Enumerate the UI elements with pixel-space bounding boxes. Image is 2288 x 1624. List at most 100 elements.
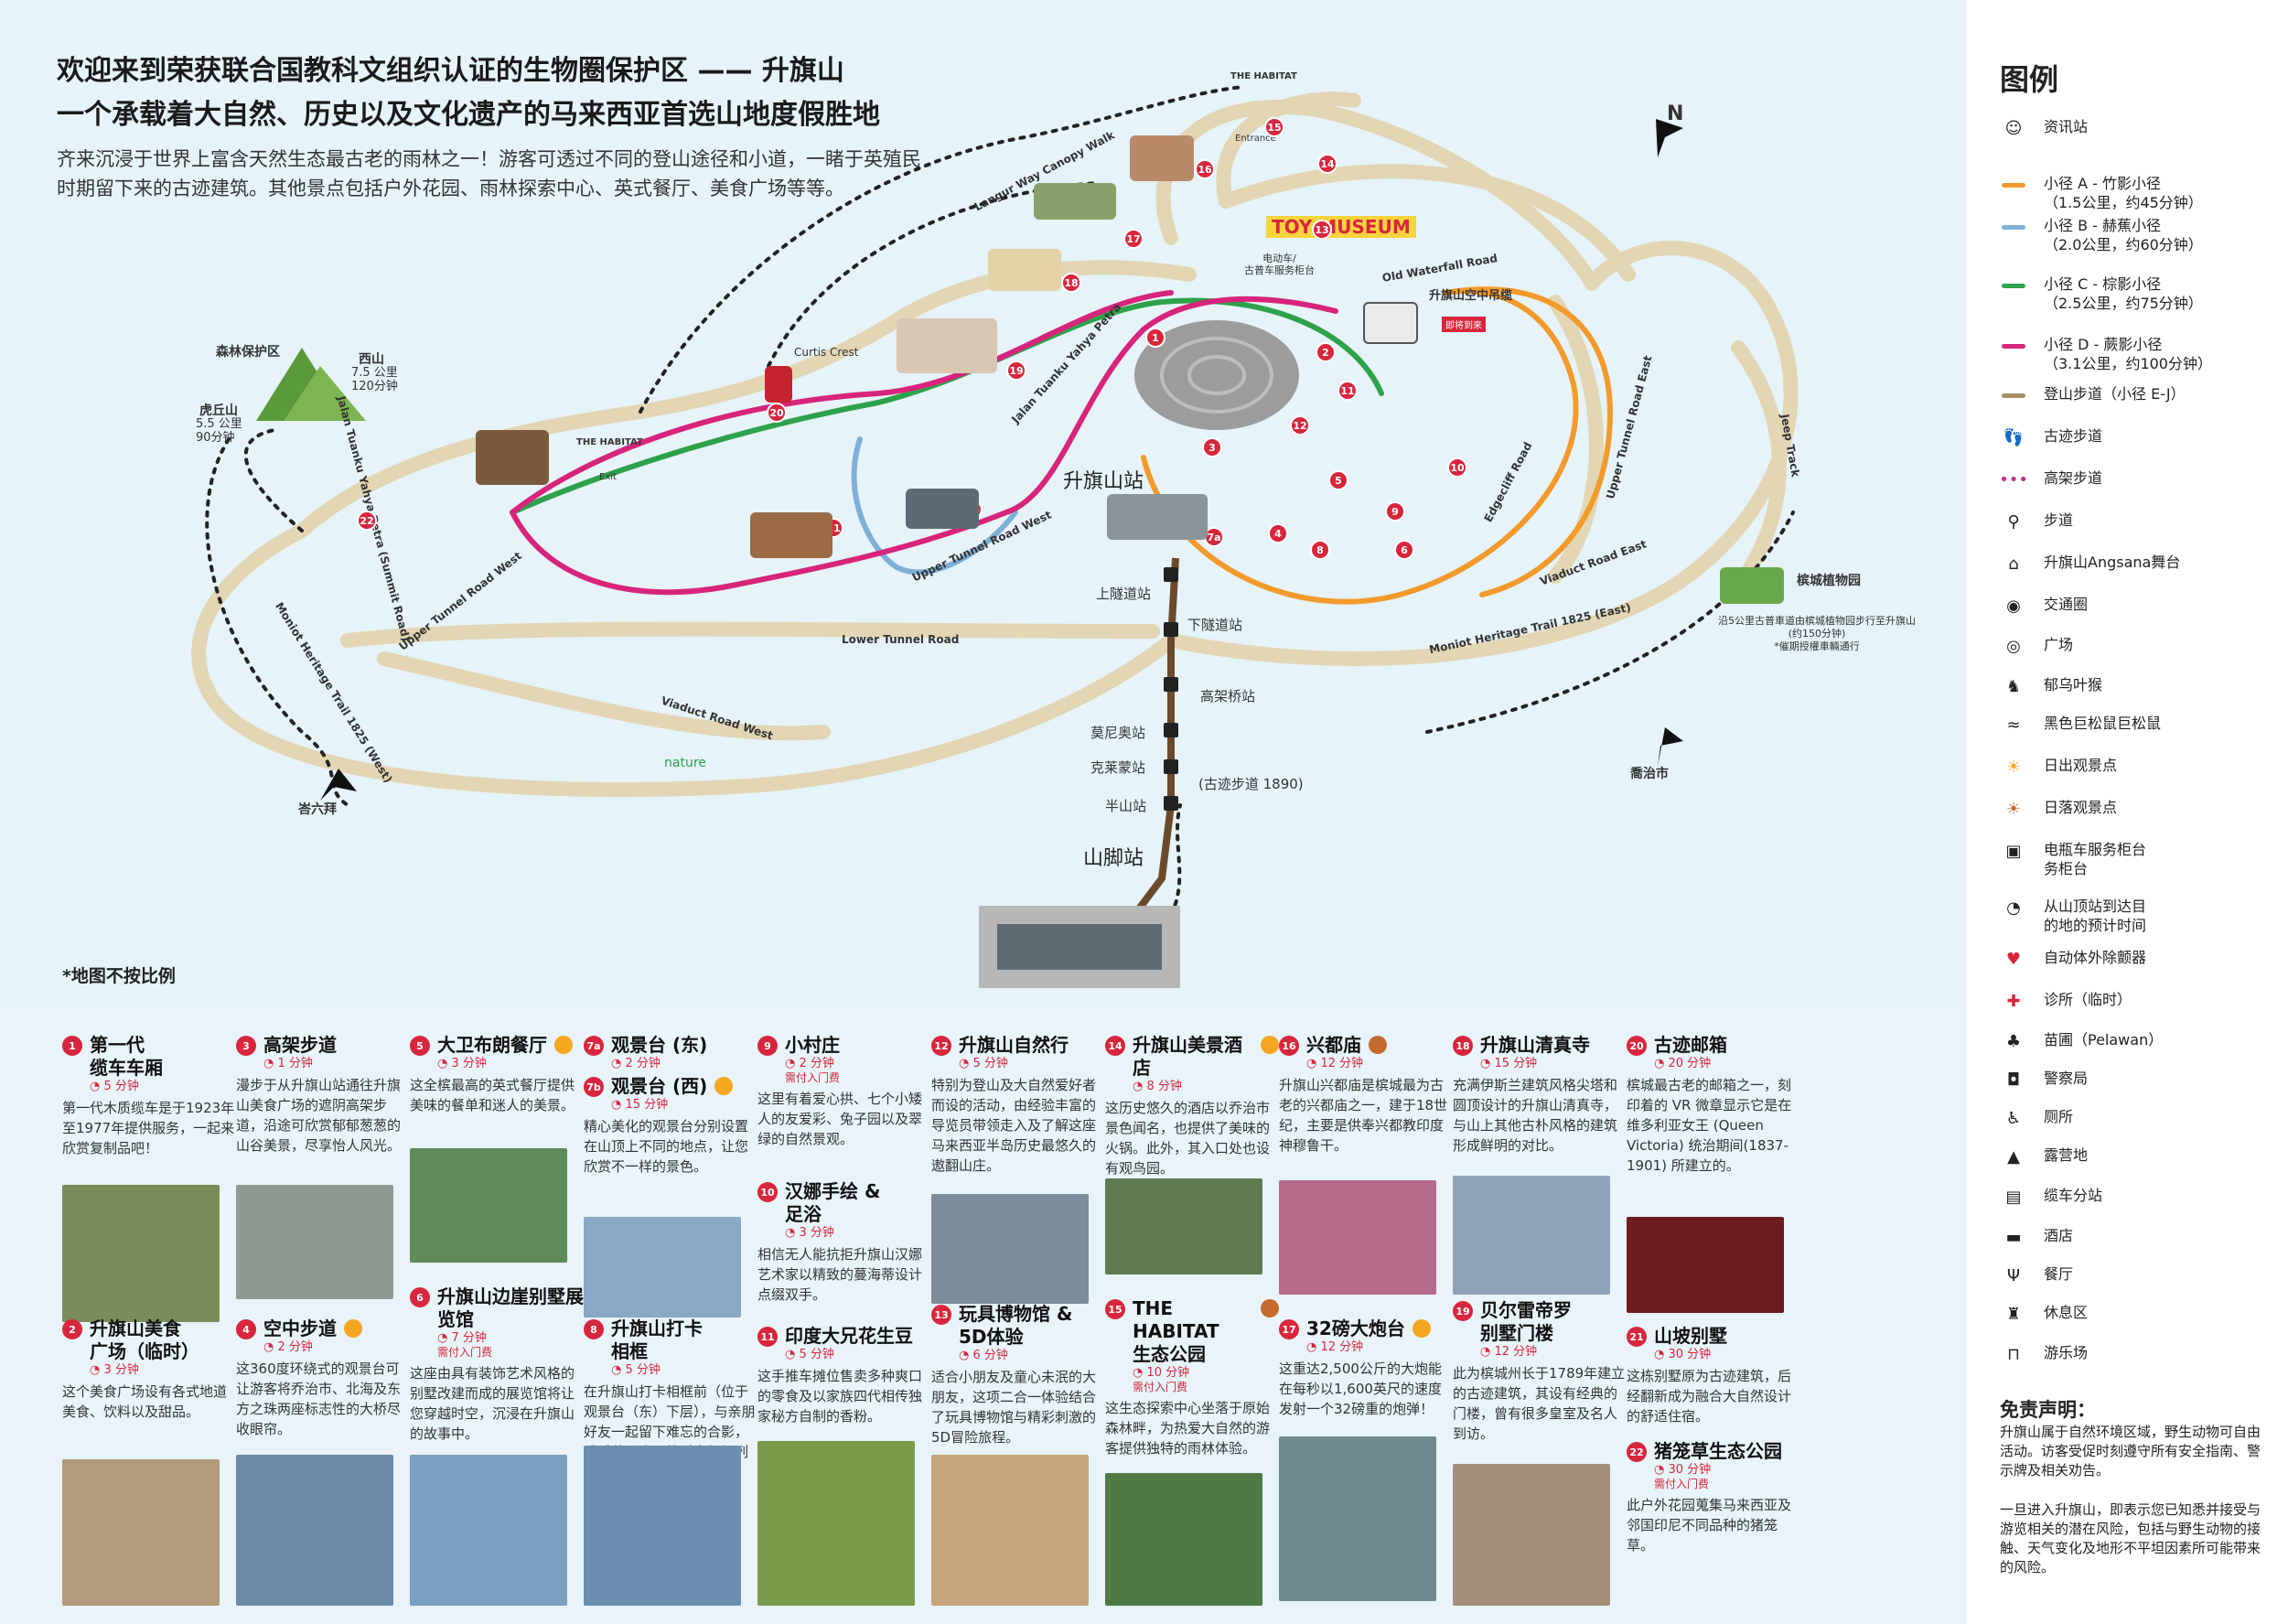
attraction-title: 古迹邮箱 — [1654, 1034, 1727, 1056]
toy-museum-sign: TOY MUSEUM — [1266, 216, 1416, 238]
camping-icon: ▲ — [2007, 1146, 2020, 1167]
attraction-number: 7a — [584, 1036, 604, 1056]
label-viaduct: 高架桥站 — [1200, 688, 1256, 704]
north-label: N — [1667, 102, 1684, 125]
poi-8[interactable]: 8 — [1310, 540, 1330, 560]
angsana-stage-icon: ⌂ — [2008, 554, 2019, 574]
poi-14[interactable]: 14 — [1317, 154, 1337, 174]
poi-13[interactable]: 13 — [1312, 220, 1332, 240]
attraction-photo-6 — [410, 1455, 567, 1606]
poi-19[interactable]: 19 — [1006, 360, 1026, 381]
north-arrow — [1656, 119, 1683, 157]
attraction-number: 1 — [62, 1036, 82, 1056]
travel-time: ◔ 3 分钟 — [437, 1057, 487, 1070]
poi-15[interactable]: 15 — [1264, 117, 1284, 137]
attraction-title: 山坡别墅 — [1654, 1325, 1727, 1347]
legend-label: 自动体外除颤器 — [2044, 949, 2147, 966]
legend-item: 小径 D - 蕨影小径 （3.1公里，约100分钟） — [2000, 335, 2274, 373]
attraction-number: 18 — [1453, 1036, 1473, 1056]
label-forest-reserve: 森林保护区 — [216, 345, 280, 360]
heritage-trail-south-west — [205, 437, 349, 807]
trail-d-line — [2000, 335, 2027, 357]
entry-fee-note: 需付入门费 — [1133, 1381, 1188, 1393]
attraction-description: 升旗山兴都庙是槟城最为古老的兴都庙之一，建于18世纪，主要是供奉兴都教印度神穆鲁… — [1279, 1077, 1448, 1154]
poi-2[interactable]: 2 — [1316, 342, 1336, 362]
aed-icon: ♥ — [2005, 949, 2022, 969]
attraction-title: 升旗山打卡 相框 — [611, 1317, 703, 1362]
trail-a-path-2 — [1443, 286, 1613, 597]
attraction-title: THE HABITAT 生态公园 — [1133, 1297, 1219, 1365]
attraction-number: 14 — [1105, 1036, 1125, 1056]
legend-label: 餐厅 — [2044, 1265, 2074, 1283]
attraction-number: 11 — [757, 1327, 778, 1347]
poi-16[interactable]: 16 — [1195, 159, 1215, 179]
poi-12[interactable]: 12 — [1290, 415, 1310, 436]
travel-time: ◔ 5 分钟 — [611, 1363, 661, 1377]
poi-10[interactable]: 10 — [1447, 457, 1467, 478]
poi-6[interactable]: 6 — [1394, 540, 1414, 560]
attraction-number: 19 — [1453, 1301, 1473, 1321]
attraction-number: 22 — [1627, 1442, 1647, 1462]
road-old-waterfall — [1219, 164, 1636, 282]
poi-22[interactable]: 22 — [357, 511, 377, 531]
travel-time: ◔ 1 分钟 — [263, 1057, 313, 1070]
entry-fee-note: 需付入门费 — [437, 1346, 493, 1359]
travel-time: ◔ 2 分钟 — [263, 1340, 313, 1354]
legend-item: ▲露营地 — [2000, 1145, 2274, 1167]
poi-9[interactable]: 9 — [1385, 501, 1405, 522]
attraction-description: 槟城最古老的邮箱之一，刻印着的 VR 微章显示它是在维多利亚女王 (Queen … — [1627, 1077, 1792, 1174]
poi-1[interactable]: 1 — [1145, 328, 1165, 348]
attraction-number: 2 — [62, 1319, 82, 1339]
poi-18[interactable]: 18 — [1061, 273, 1081, 293]
poi-20[interactable]: 20 — [767, 403, 787, 423]
attraction-number: 17 — [1279, 1319, 1299, 1339]
trail-a-line — [2000, 174, 2027, 196]
poi-11[interactable]: 11 — [1337, 381, 1358, 401]
black-giant-squirrel-icon: ≈ — [2006, 715, 2021, 735]
poi-17[interactable]: 17 — [1123, 229, 1144, 249]
poi-4[interactable]: 4 — [1268, 523, 1288, 543]
attraction-title: 玩具博物馆 & 5D体验 — [959, 1303, 1073, 1348]
legend-label: 从山顶站到达目 的地的预计时间 — [2044, 898, 2147, 934]
attraction-description: 这全槟最高的英式餐厅提供美味的餐单和迷人的美景。 — [410, 1077, 575, 1113]
legend-label: 休息区 — [2044, 1304, 2089, 1321]
legend-label: 登山步道（小径 E-J） — [2044, 385, 2186, 403]
trail-d-path — [510, 296, 1338, 596]
legend-item: •••高架步道 — [1999, 468, 2274, 490]
legend-label: 黑色巨松鼠巨松鼠 — [2044, 715, 2162, 732]
attraction-photo-16 — [1279, 1180, 1436, 1295]
legend-label: 日落观景点 — [2044, 799, 2118, 816]
poi-3[interactable]: 3 — [1202, 437, 1222, 457]
heritage-trail-west — [243, 428, 304, 532]
legend-label: 缆车分站 — [2044, 1187, 2103, 1204]
restaurant-icon: Ψ — [2006, 1265, 2021, 1285]
legend-item: ◎广场 — [2000, 635, 2274, 657]
attraction-photo-19 — [1453, 1464, 1610, 1606]
legend-label: 高架步道 — [2044, 469, 2103, 487]
attraction-title: 高架步道 — [263, 1034, 337, 1056]
poi-5[interactable]: 5 — [1328, 470, 1348, 490]
heritage-trail-canopy-2 — [767, 181, 1100, 368]
